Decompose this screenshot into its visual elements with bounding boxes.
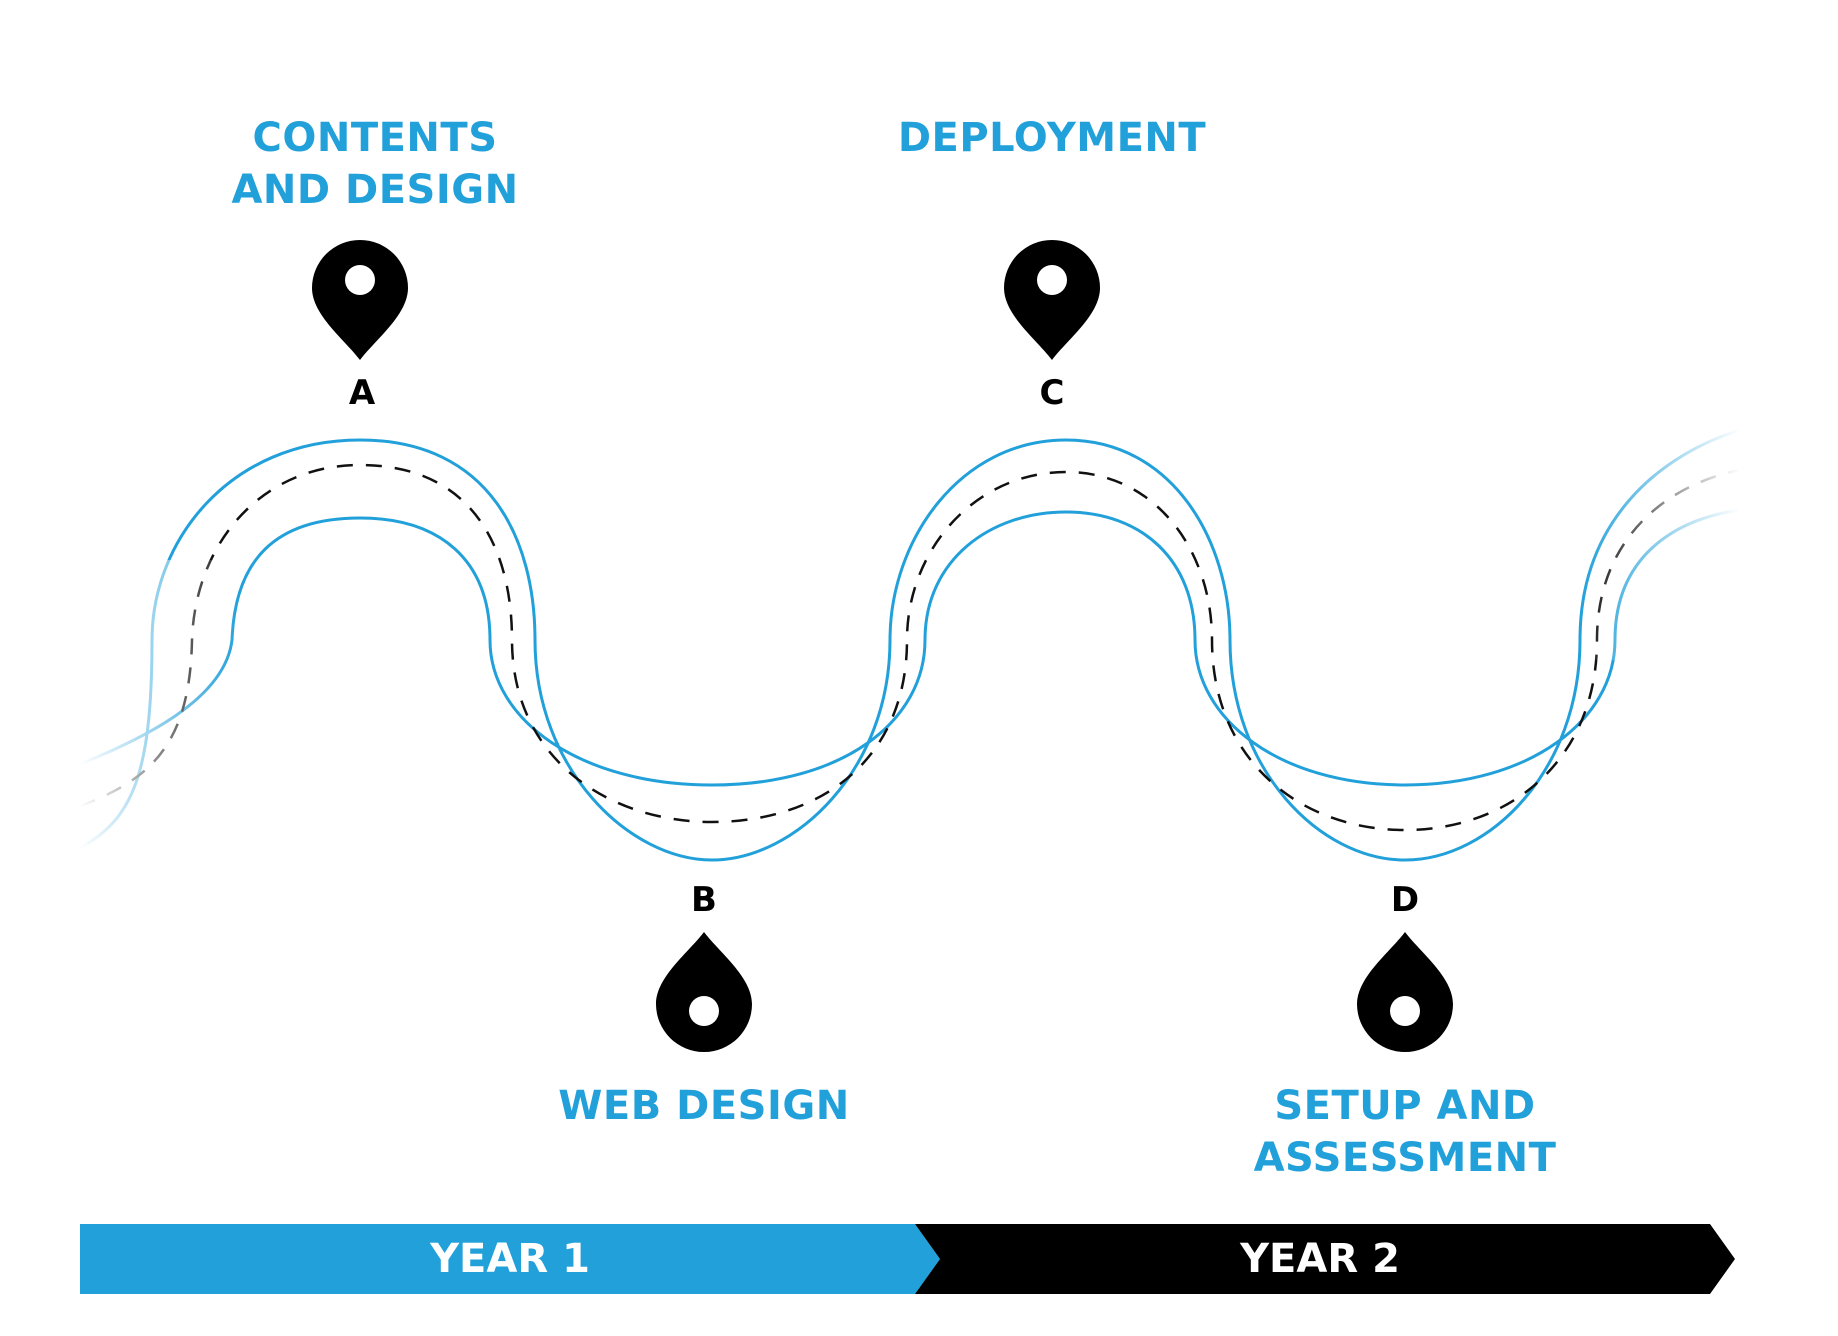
map-pin-hole	[345, 265, 375, 295]
milestone-b-letter: B	[691, 880, 717, 920]
year-1-bar	[80, 1224, 940, 1294]
year-1-label: YEAR 1	[430, 1236, 590, 1282]
map-pin-icon	[656, 932, 752, 1052]
milestone-b-title-line-1: WEB DESIGN	[558, 1083, 850, 1129]
year-timeline	[80, 1224, 1735, 1294]
milestone-b-title: WEB DESIGN	[444, 1080, 964, 1132]
milestone-a-letter: A	[348, 373, 376, 413]
pin-d	[1357, 932, 1453, 1052]
road-inner-edge	[79, 508, 1741, 787]
milestone-d-title: SETUP AND ASSESSMENT	[1145, 1080, 1665, 1184]
road-outer-edge	[79, 428, 1741, 862]
map-pin-hole	[1037, 265, 1067, 295]
map-pin-hole	[1390, 996, 1420, 1026]
road-fade-left	[70, 560, 245, 880]
milestone-c-title: DEPLOYMENT	[792, 112, 1312, 164]
milestone-a-title-line-2: AND DESIGN	[231, 167, 519, 213]
map-pin-icon	[1357, 932, 1453, 1052]
pin-b	[656, 932, 752, 1052]
milestone-d-title-line-1: SETUP AND	[1274, 1083, 1536, 1129]
milestone-d-letter: D	[1390, 880, 1420, 920]
pin-a	[312, 240, 408, 360]
map-pin-hole	[689, 996, 719, 1026]
year-2-bar	[915, 1224, 1735, 1294]
year-2-label: YEAR 2	[1240, 1236, 1400, 1282]
road-fade-right	[1575, 400, 1755, 660]
milestone-d-title-line-2: ASSESSMENT	[1253, 1135, 1557, 1181]
map-pin-icon	[1004, 240, 1100, 360]
map-pin-icon	[312, 240, 408, 360]
winding-road	[70, 400, 1755, 880]
milestone-c-letter: C	[1039, 373, 1065, 413]
milestone-c-title-line-1: DEPLOYMENT	[897, 115, 1207, 161]
pin-c	[1004, 240, 1100, 360]
milestone-a-title: CONTENTS AND DESIGN	[115, 112, 635, 216]
milestone-a-title-line-1: CONTENTS	[252, 115, 498, 161]
